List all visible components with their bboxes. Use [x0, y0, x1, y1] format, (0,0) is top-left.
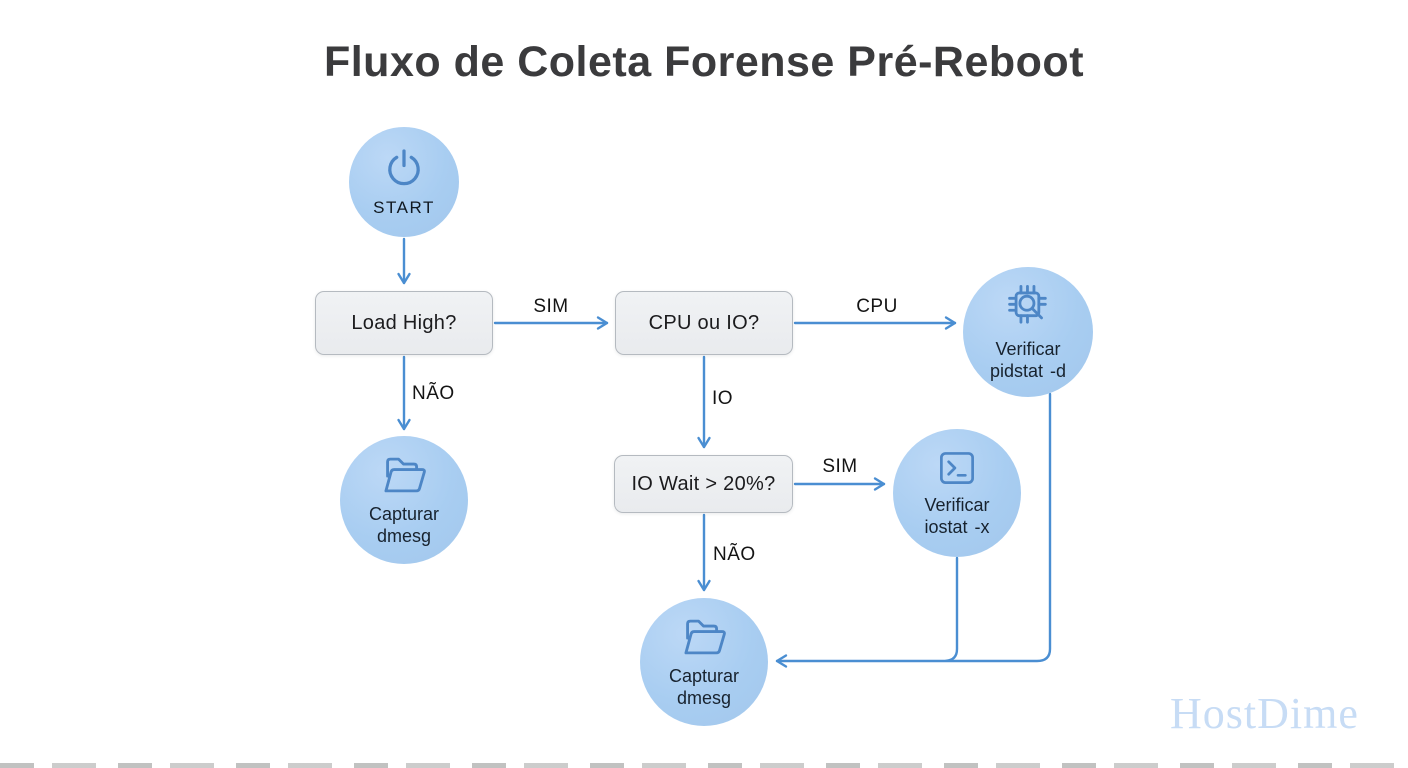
node-start: START — [349, 127, 459, 237]
edge-label-sim-2: SIM — [822, 456, 858, 477]
hostdime-watermark: HostDime — [1170, 689, 1359, 738]
node-cpu-ou-io-label: CPU ou IO? — [648, 311, 760, 334]
node-load-high: Load High? — [315, 291, 493, 355]
edge-label-nao-2: NÃO — [713, 544, 756, 565]
edge-label-nao-1: NÃO — [412, 383, 455, 404]
node-verificar-pidstat-label: Verificar pidstat -d — [989, 339, 1067, 381]
node-verificar-pidstat: Verificar pidstat -d — [963, 267, 1093, 397]
photo-edge-artifact — [0, 763, 1408, 768]
arrow-pidstat-to-capturar — [775, 392, 1052, 668]
node-io-wait-label: IO Wait > 20%? — [631, 472, 776, 495]
node-cpu-ou-io: CPU ou IO? — [615, 291, 793, 355]
node-start-label: START — [373, 197, 435, 217]
arrow-iostat-to-capturar — [944, 556, 959, 662]
node-capturar-dmesg-bottom-label: Capturar dmesg — [668, 666, 740, 708]
node-verificar-iostat-label: Verificar iostat -x — [924, 495, 990, 537]
terminal-icon — [932, 447, 982, 489]
folder-icon — [677, 614, 731, 660]
edge-label-sim-1: SIM — [533, 296, 569, 317]
folder-icon — [377, 452, 431, 498]
node-io-wait: IO Wait > 20%? — [614, 455, 793, 513]
node-capturar-dmesg-left: Capturar dmesg — [340, 436, 468, 564]
node-load-high-label: Load High? — [351, 311, 457, 334]
node-capturar-dmesg-left-label: Capturar dmesg — [368, 504, 440, 546]
edge-label-cpu: CPU — [856, 296, 898, 317]
page-title: Fluxo de Coleta Forense Pré-Reboot — [323, 38, 1085, 86]
node-verificar-iostat: Verificar iostat -x — [893, 429, 1021, 557]
chip-search-icon — [1002, 281, 1054, 333]
node-capturar-dmesg-bottom: Capturar dmesg — [640, 598, 768, 726]
edge-label-io: IO — [712, 388, 734, 409]
power-icon — [381, 146, 427, 192]
